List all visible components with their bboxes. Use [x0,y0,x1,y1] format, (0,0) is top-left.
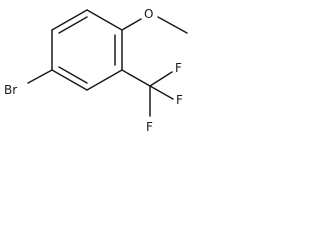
ring-bond-c1-c2 [86,9,123,31]
fluorine-bottom-label: F [146,120,153,134]
bond-o-ch3 [157,16,188,34]
ring-inner-bond-c2-c3 [58,16,88,34]
ring-bond-c2-c3 [51,9,88,31]
oxygen-label: O [144,7,153,21]
fluorine-right-label: F [176,93,183,107]
ring-bond-c5-c6 [86,69,123,91]
bond-c6-cf3 [121,69,151,87]
bond-cf3-f-right [149,85,174,100]
fluorine-top-label: F [175,61,182,75]
bond-c1-o [121,18,142,31]
bond-c4-br [27,69,53,84]
bond-cf3-f-top [149,71,173,87]
ring-inner-bond-c4-c5 [58,66,88,84]
ring-bond-c4-c5 [51,69,88,91]
bromine-label: Br [4,83,17,97]
chemical-structure: O Br F F F [4,7,188,134]
